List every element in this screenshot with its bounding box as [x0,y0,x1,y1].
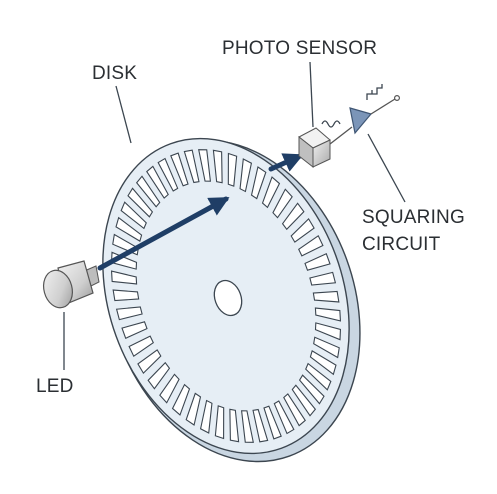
sensor-side [312,139,331,168]
disk-slot [199,399,213,434]
disk-label: DISK [92,63,138,84]
disk-slot [120,201,147,230]
led-dome [43,269,73,309]
squaring-label: SQUARING [362,207,465,228]
disk-slot [170,152,189,187]
disk-slot [159,373,180,404]
signal-wire-in [329,126,353,145]
disk-slot [239,158,253,193]
square-wave-icon [366,84,383,100]
disk-slot [157,157,179,192]
disk-slot [127,187,154,218]
disk-slot [313,336,340,359]
led-label: LED [36,376,74,397]
photo-sensor-leader-line [309,61,314,128]
signal-wire-out [370,98,396,115]
disk-slot [291,384,317,417]
photo-sensor-label: PHOTO SENSOR [222,38,378,59]
disk-slot [272,188,293,219]
disk-slots [110,149,342,443]
disk-slot [312,290,340,303]
disk-slot [183,149,200,184]
disk-slot [290,218,315,243]
disk-slot [314,307,342,322]
photo-sensor-icon [298,127,331,169]
light-beam-exit-arrow [268,153,304,172]
disk-slot [261,176,281,209]
disk-slot [212,149,223,184]
buffer-triangle-icon [349,107,373,135]
disk-slot [305,362,332,391]
light-beam-arrow [97,196,230,271]
led-icon [43,260,100,309]
disk-slot [147,361,171,390]
disk-slot [240,410,254,443]
disk-slot [309,271,337,286]
disk-slot [128,335,154,358]
encoder-disk [102,137,361,463]
disk-slot [250,166,267,200]
disk-slot [227,152,238,187]
disk-slot [298,234,324,257]
disk-slot [110,270,138,285]
disk-slot [146,165,169,199]
disk-slot [214,405,225,440]
disk-slot [229,408,240,443]
disk-slot [304,253,331,271]
disk-slot [137,349,162,374]
disk-slot [252,408,269,443]
disk-slot [135,175,161,208]
disk-slot [112,289,140,302]
disk-slot [115,306,143,321]
disk-slot [115,216,143,242]
disk-slot [314,322,342,341]
circuit-label: CIRCUIT [362,234,441,255]
disk-slot [121,321,148,339]
disk-slot [309,350,337,376]
sine-wave-icon [321,120,341,128]
disk-slot [283,393,306,427]
disk-leader-line [115,85,132,144]
disk-slot [298,374,325,405]
disk-slot [198,149,212,182]
disk-slot [185,392,202,426]
output-terminal [394,94,401,101]
disk-slot [281,202,305,231]
squaring-circuit-leader-line [367,133,406,203]
disk-center-hole [213,279,243,317]
disk-slot [263,405,282,440]
disk-slot [273,400,295,435]
disk-slot [171,383,191,416]
